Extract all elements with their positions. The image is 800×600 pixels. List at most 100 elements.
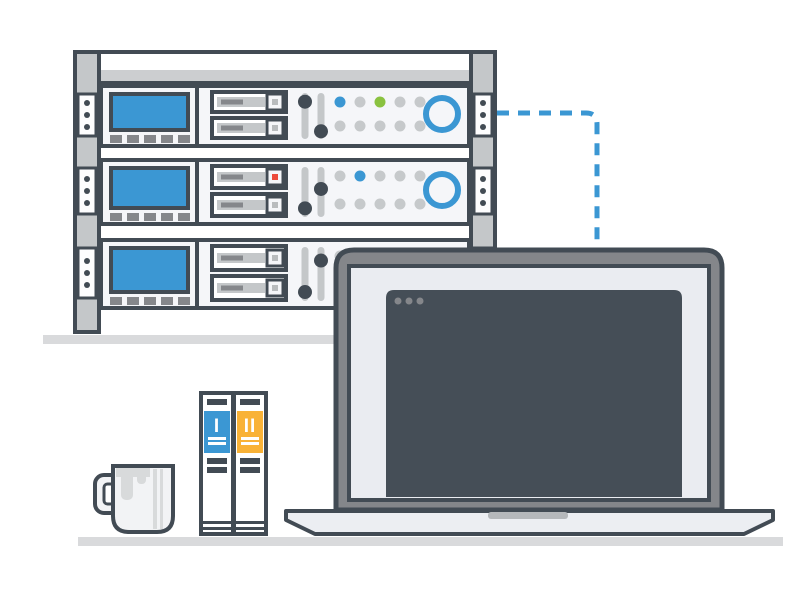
rack-post-left [73, 50, 101, 334]
post-dot [480, 188, 486, 194]
status-led [334, 170, 346, 182]
status-led [334, 96, 346, 108]
drive-bay-slot-label [221, 99, 243, 105]
mug-drip [137, 468, 146, 484]
app-window [386, 290, 682, 497]
screen-button [127, 135, 139, 143]
screen-button [144, 297, 156, 305]
screen-button [127, 213, 139, 221]
binder-bottom-line [236, 527, 264, 530]
shelf-line [43, 335, 443, 344]
slider-knob [314, 253, 328, 268]
bay-indicator-light [272, 99, 278, 105]
slider-knob [314, 124, 328, 139]
drive-bay-slot-label [221, 255, 243, 261]
post-dot [480, 124, 486, 130]
drive-bay-slot-label [221, 285, 243, 291]
dashed-connection-line [497, 110, 600, 248]
post-dot [84, 176, 90, 182]
binder-label-line [241, 442, 259, 445]
status-led [394, 198, 406, 210]
binder-label-line [208, 442, 226, 445]
status-led [414, 120, 426, 132]
status-led [354, 198, 366, 210]
binder-bottom-line [203, 527, 231, 530]
slider-knob [298, 201, 312, 216]
binder-stripe [240, 467, 260, 473]
server-screen [109, 92, 190, 132]
screen-button [161, 213, 173, 221]
bay-indicator-light [272, 125, 278, 131]
binder-bottom-line [236, 521, 264, 524]
post-dot [480, 100, 486, 106]
post-dot [84, 100, 90, 106]
binder-label-area [204, 411, 230, 453]
slider-knob [314, 181, 328, 196]
binder-stripe [240, 458, 260, 464]
status-led [354, 120, 366, 132]
bay-indicator-light [272, 174, 278, 180]
post-dot [84, 258, 90, 264]
binder-slot-bar [207, 399, 227, 405]
status-led [374, 120, 386, 132]
binder-label-line [208, 437, 226, 440]
window-control-dots [394, 297, 424, 305]
rack-top-bar-strip [99, 70, 471, 81]
binder-numeral: II [244, 416, 257, 437]
server-unit-1 [109, 86, 461, 146]
binder-2: II [232, 391, 268, 536]
panel-divider [195, 86, 199, 146]
screen-button [178, 213, 190, 221]
screen-button [161, 135, 173, 143]
post-dot [84, 270, 90, 276]
mug-drip-band [116, 468, 150, 477]
status-led [394, 170, 406, 182]
screen-button [110, 297, 122, 305]
screen-button [144, 135, 156, 143]
status-led [414, 198, 426, 210]
post-dot [84, 282, 90, 288]
post-dot [480, 200, 486, 206]
slider-knob [298, 285, 312, 300]
laptop-base [284, 509, 775, 536]
status-led [334, 198, 346, 210]
status-led [374, 170, 386, 182]
power-ring [423, 95, 461, 133]
drive-bay-slot-label [221, 125, 243, 131]
status-led [394, 96, 406, 108]
bay-indicator-light [272, 255, 278, 261]
screen-button [144, 213, 156, 221]
binders: I II [199, 391, 268, 536]
binder-slot-bar [240, 399, 260, 405]
slider-knob [298, 94, 312, 109]
server-screen [109, 166, 190, 210]
desk-line [78, 537, 783, 546]
screen-button [127, 297, 139, 305]
window-dot [405, 297, 413, 305]
mug-drip [121, 468, 133, 500]
status-led [354, 170, 366, 182]
screen-button [110, 135, 122, 143]
post-dot [480, 112, 486, 118]
post-dot [480, 176, 486, 182]
status-led [374, 96, 386, 108]
drive-bay-slot-label [221, 174, 243, 180]
screen-button [161, 297, 173, 305]
status-led [334, 120, 346, 132]
power-ring [423, 171, 461, 209]
binder-numeral: I [214, 416, 220, 437]
binder-stripe [207, 458, 227, 464]
panel-divider [195, 240, 199, 308]
binder-1: I [199, 391, 235, 536]
binder-label-line [241, 437, 259, 440]
post-dot [84, 188, 90, 194]
panel-divider [195, 160, 199, 224]
binder-label-area [237, 411, 263, 453]
window-dot [394, 297, 402, 305]
bay-indicator-light [272, 285, 278, 291]
binder-bottom-line [203, 521, 231, 524]
mug-shine-line [153, 469, 157, 529]
status-led [354, 96, 366, 108]
